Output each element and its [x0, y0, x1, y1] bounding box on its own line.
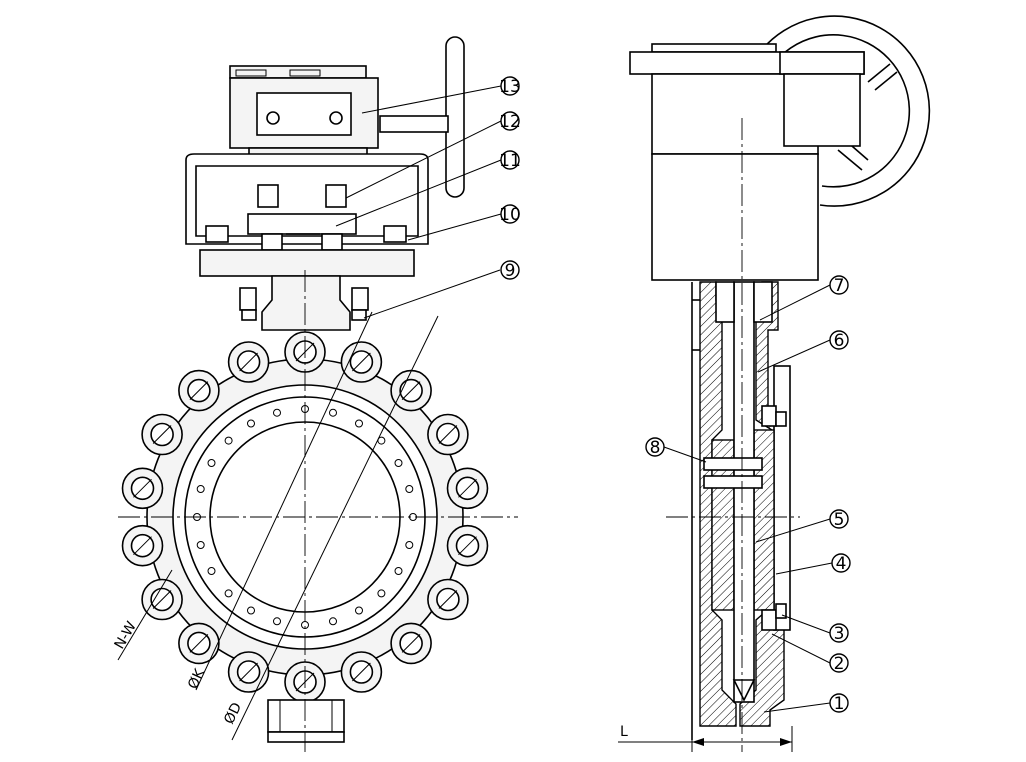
svg-text:3: 3	[834, 624, 845, 644]
mounting-bracket	[185, 153, 429, 251]
valve-neck	[239, 275, 369, 331]
callout-5: 5	[829, 509, 849, 530]
callout-12: 12	[499, 111, 521, 132]
dimension-l: L	[618, 724, 793, 752]
svg-text:6: 6	[834, 331, 845, 351]
seat-retainer-hole	[355, 606, 363, 615]
callout-3: 3	[829, 623, 849, 644]
svg-text:10: 10	[499, 205, 521, 225]
seat-retainer-hole	[273, 408, 281, 417]
seat-retainer-hole	[405, 541, 414, 549]
svg-text:7: 7	[834, 276, 845, 296]
seat-retainer-hole	[224, 589, 233, 598]
svg-text:11: 11	[499, 151, 521, 171]
bottom-trunnion	[267, 699, 345, 743]
callout-10: 10	[499, 204, 521, 225]
seat-retainer-hole	[196, 485, 205, 493]
front-view: N-W ØK ØD 13 12 11 10 9	[112, 36, 521, 752]
callout-8: 8	[645, 437, 665, 458]
callout-1: 1	[829, 693, 849, 714]
callout-13: 13	[499, 76, 521, 97]
callout-2: 2	[829, 653, 849, 674]
handwheel	[759, 15, 931, 207]
seat-retainer-hole	[355, 419, 363, 428]
seat-retainer-hole	[207, 567, 216, 575]
dim-nw-label: N-W	[112, 619, 140, 652]
seat-ring-holes	[193, 405, 417, 629]
seat-retainer-hole	[329, 617, 337, 626]
seat-retainer-hole	[247, 606, 255, 615]
seat-retainer-hole	[394, 459, 403, 467]
seat-retainer-hole	[273, 617, 281, 626]
dim-l-label: L	[620, 724, 628, 740]
callout-6: 6	[829, 330, 849, 351]
seat-retainer-hole	[394, 567, 403, 575]
top-plate	[199, 249, 415, 277]
svg-text:5: 5	[834, 510, 845, 530]
callout-11: 11	[499, 150, 521, 171]
side-view: L 7 6 8 5 4 3	[618, 15, 931, 752]
svg-text:13: 13	[499, 77, 521, 97]
seat-retainer-hole	[207, 459, 216, 467]
seat-retainer-hole	[224, 436, 233, 445]
callout-4: 4	[831, 553, 851, 574]
svg-text:1: 1	[834, 694, 845, 714]
seat-retainer-hole	[247, 419, 255, 428]
dim-d-label: ØD	[221, 700, 245, 727]
svg-text:4: 4	[836, 554, 847, 574]
svg-text:12: 12	[499, 112, 521, 132]
svg-text:9: 9	[505, 261, 516, 281]
k-leader	[195, 311, 373, 691]
seat-retainer-hole	[377, 589, 386, 598]
seat-retainer-hole	[196, 541, 205, 549]
callout-7: 7	[829, 275, 849, 296]
svg-text:8: 8	[650, 438, 661, 458]
side-gearbox	[629, 43, 865, 281]
seat-retainer-hole	[405, 485, 414, 493]
seat-retainer-hole	[329, 408, 337, 417]
svg-text:2: 2	[834, 654, 845, 674]
gearbox	[229, 65, 379, 157]
nw-leader	[117, 569, 173, 661]
callout-9: 9	[500, 260, 520, 281]
d-leader	[231, 315, 439, 741]
valve-body-section	[691, 281, 791, 740]
